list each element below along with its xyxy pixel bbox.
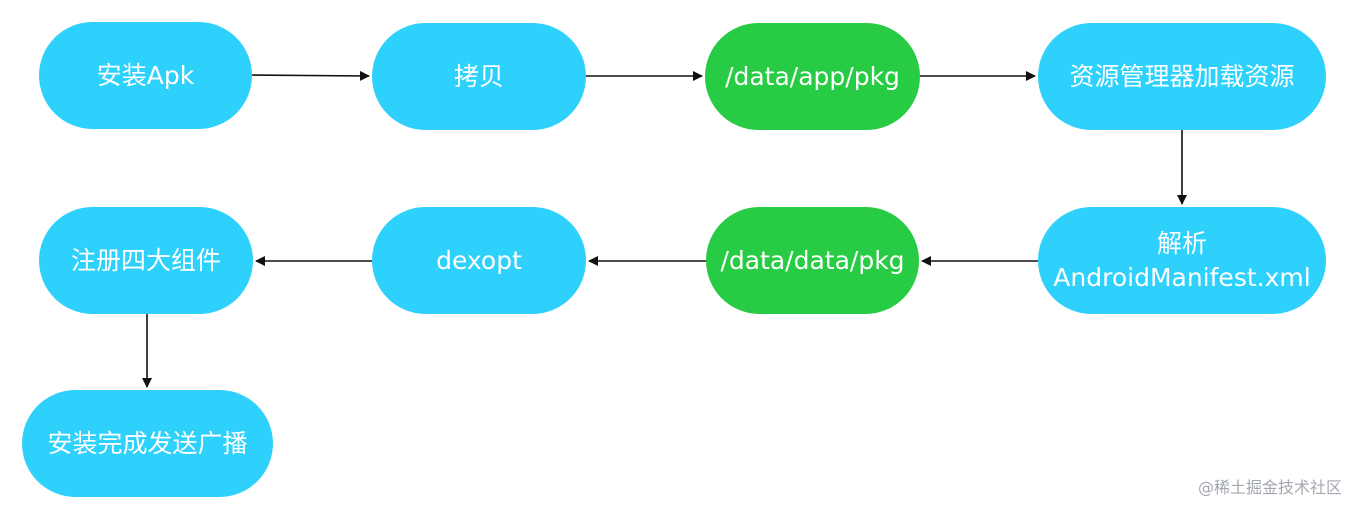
watermark: @稀土掘金技术社区	[1197, 478, 1342, 497]
node-data-app-pkg: /data/app/pkg	[705, 23, 920, 130]
node-copy-label: 拷贝	[453, 61, 504, 91]
node-parse-line1: 解析	[1156, 228, 1207, 258]
node-parse-line2: AndroidManifest.xml	[1053, 262, 1311, 292]
node-data-app-pkg-label: /data/app/pkg	[725, 61, 900, 91]
node-parse-manifest: 解析 AndroidManifest.xml	[1038, 207, 1326, 314]
node-register-components-label: 注册四大组件	[70, 245, 221, 275]
node-data-data-pkg-label: /data/data/pkg	[720, 245, 905, 275]
node-register-components: 注册四大组件	[39, 207, 253, 314]
node-install-apk: 安装Apk	[39, 22, 252, 129]
node-dexopt: dexopt	[372, 207, 586, 314]
node-install-complete-broadcast-label: 安装完成发送广播	[47, 428, 248, 458]
node-install-apk-label: 安装Apk	[96, 60, 195, 90]
node-install-complete-broadcast: 安装完成发送广播	[22, 390, 273, 497]
node-dexopt-label: dexopt	[436, 245, 522, 275]
node-copy: 拷贝	[372, 23, 586, 130]
node-resource-manager-load-label: 资源管理器加载资源	[1069, 61, 1295, 91]
node-resource-manager-load: 资源管理器加载资源	[1038, 23, 1326, 130]
arrow-install-to-copy	[251, 70, 370, 81]
node-data-data-pkg: /data/data/pkg	[706, 207, 919, 314]
